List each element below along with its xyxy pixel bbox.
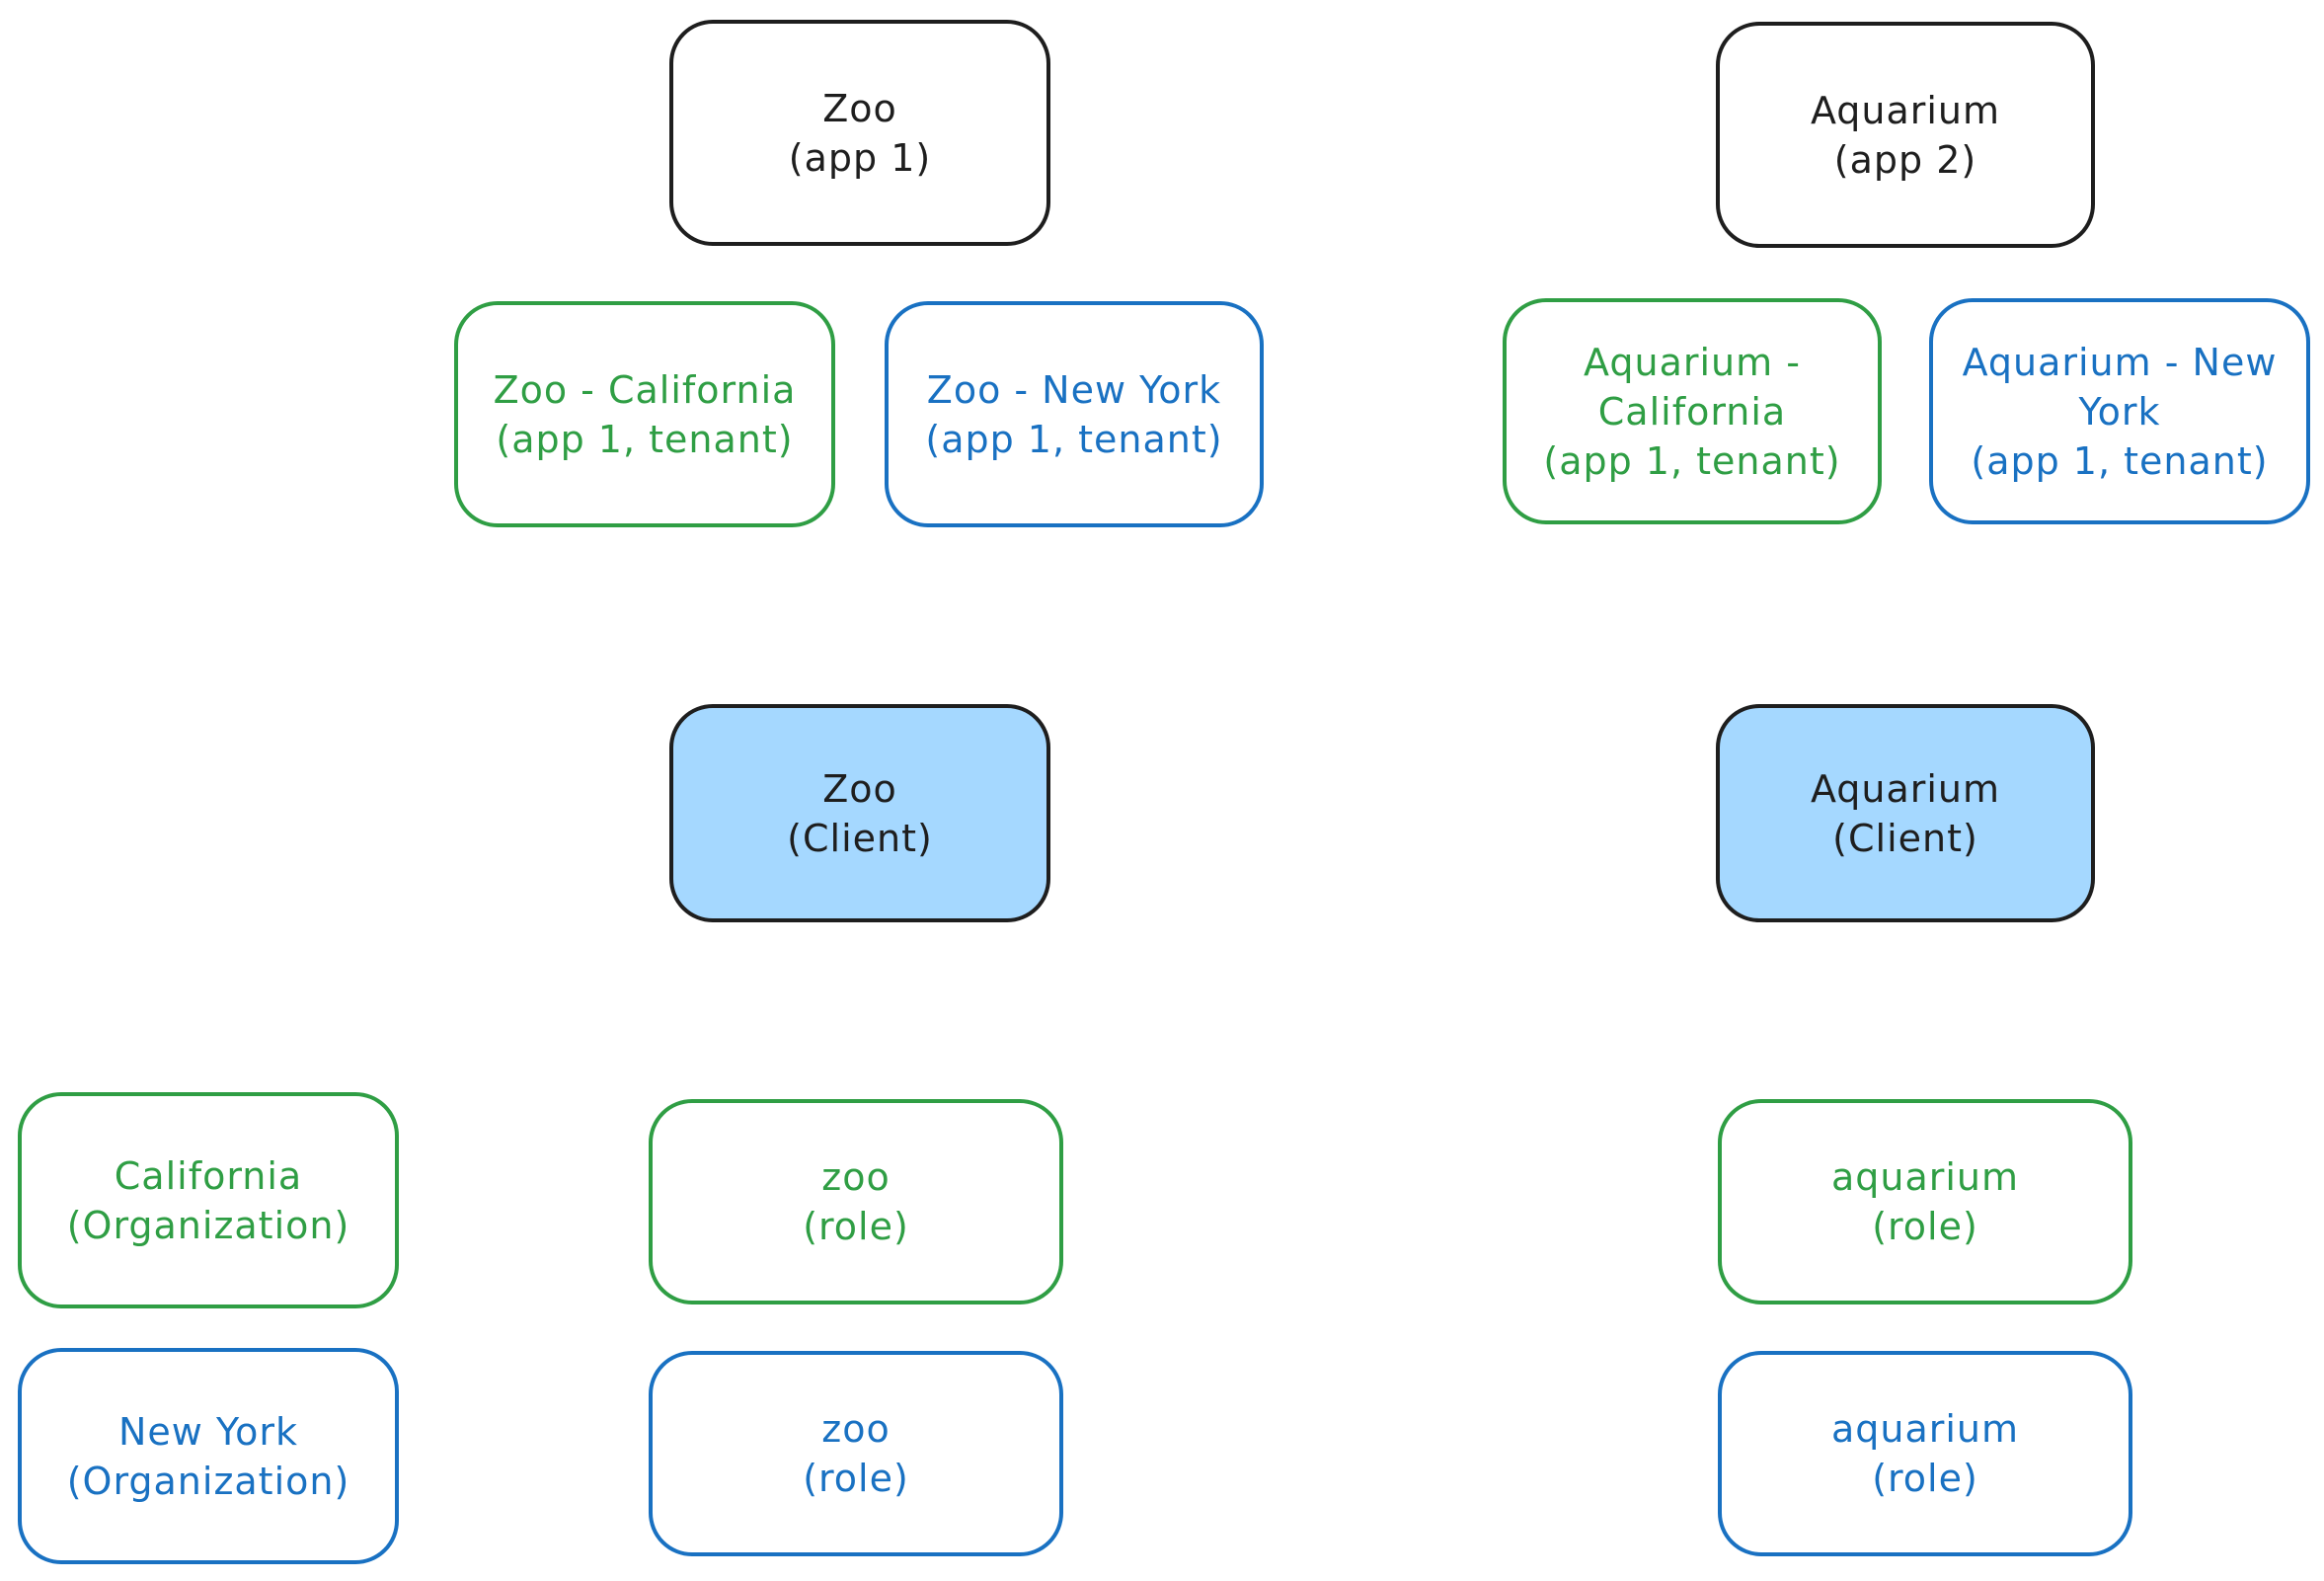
aquarium-app-node[interactable]: Aquarium (app 2): [1716, 22, 2095, 248]
node-label: Aquarium (app 2): [1793, 86, 2018, 185]
node-label: zoo (role): [785, 1152, 927, 1251]
zoo-new-york-tenant-node[interactable]: Zoo - New York (app 1, tenant): [885, 301, 1264, 527]
aquarium-client-node[interactable]: Aquarium (Client): [1716, 704, 2095, 922]
node-label-line: (role): [1872, 1457, 1978, 1500]
aquarium-role-new-york-node[interactable]: aquarium (role): [1718, 1351, 2132, 1556]
node-label-line: York: [2078, 389, 2161, 434]
node-label: Zoo - California (app 1, tenant): [476, 365, 814, 464]
node-label-line: Aquarium -: [1584, 340, 1801, 384]
aquarium-role-california-node[interactable]: aquarium (role): [1718, 1099, 2132, 1304]
node-label: Zoo (Client): [769, 764, 951, 863]
node-label-line: (Client): [1832, 816, 1978, 860]
node-label-line: Aquarium: [1810, 88, 2001, 132]
new-york-organization-node[interactable]: New York (Organization): [18, 1348, 399, 1564]
node-label-line: Zoo: [822, 766, 897, 811]
node-label: Zoo - New York (app 1, tenant): [907, 365, 1240, 464]
zoo-app-node[interactable]: Zoo (app 1): [669, 20, 1050, 246]
node-label-line: zoo: [821, 1155, 891, 1199]
node-label: aquarium (role): [1814, 1404, 2037, 1503]
zoo-role-california-node[interactable]: zoo (role): [649, 1099, 1063, 1304]
node-label-line: aquarium: [1830, 1407, 2020, 1451]
node-label: aquarium (role): [1814, 1152, 2037, 1251]
node-label-line: (app 1, tenant): [925, 417, 1223, 461]
node-label-line: (role): [1872, 1205, 1978, 1248]
zoo-client-node[interactable]: Zoo (Client): [669, 704, 1050, 922]
aquarium-california-tenant-node[interactable]: Aquarium - California (app 1, tenant): [1503, 298, 1882, 524]
node-label-line: Zoo - New York: [926, 367, 1222, 412]
node-label-line: Aquarium: [1810, 766, 2001, 811]
node-label-line: (role): [803, 1205, 909, 1248]
aquarium-new-york-tenant-node[interactable]: Aquarium - New York (app 1, tenant): [1929, 298, 2310, 524]
node-label-line: (Client): [787, 816, 933, 860]
node-label-line: (role): [803, 1457, 909, 1500]
node-label: Aquarium - California (app 1, tenant): [1525, 338, 1858, 486]
node-label-line: (app 1, tenant): [1543, 438, 1841, 483]
node-label-line: New York: [117, 1409, 298, 1454]
node-label: California (Organization): [49, 1151, 368, 1250]
node-label-line: California: [1597, 389, 1787, 434]
node-label: New York (Organization): [49, 1407, 368, 1506]
node-label-line: California: [114, 1153, 303, 1198]
node-label-line: aquarium: [1830, 1155, 2020, 1199]
california-organization-node[interactable]: California (Organization): [18, 1092, 399, 1308]
node-label-line: (app 2): [1833, 137, 1977, 182]
node-label-line: (app 1): [788, 135, 932, 180]
node-label: Aquarium - New York (app 1, tenant): [1945, 338, 2295, 486]
node-label-line: Aquarium - New: [1962, 340, 2278, 384]
node-label-line: Zoo: [822, 86, 897, 130]
zoo-california-tenant-node[interactable]: Zoo - California (app 1, tenant): [454, 301, 835, 527]
node-label-line: Zoo - California: [493, 367, 797, 412]
node-label: zoo (role): [785, 1404, 927, 1503]
zoo-role-new-york-node[interactable]: zoo (role): [649, 1351, 1063, 1556]
node-label-line: (app 1, tenant): [496, 417, 794, 461]
node-label-line: (app 1, tenant): [1971, 438, 2269, 483]
node-label-line: (Organization): [66, 1459, 350, 1503]
node-label: Zoo (app 1): [771, 84, 949, 183]
node-label-line: zoo: [821, 1407, 891, 1451]
node-label-line: (Organization): [66, 1203, 350, 1247]
node-label: Aquarium (Client): [1793, 764, 2018, 863]
